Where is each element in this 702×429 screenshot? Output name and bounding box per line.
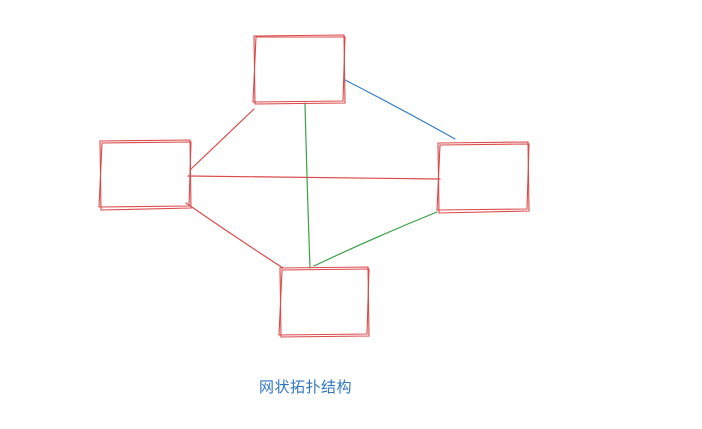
node-right bbox=[436, 141, 530, 214]
node-left bbox=[98, 139, 192, 211]
node-top bbox=[252, 34, 346, 105]
edge-top-left bbox=[189, 108, 255, 171]
edge-left-right bbox=[187, 175, 441, 180]
edge-right-bottom bbox=[313, 211, 438, 267]
node-bottom bbox=[278, 266, 370, 338]
diagram-caption: 网状拓扑结构 bbox=[259, 378, 353, 396]
edge-top-right bbox=[344, 79, 456, 140]
edges bbox=[185, 79, 456, 269]
edge-top-bottom bbox=[304, 102, 311, 269]
edge-left-bottom bbox=[185, 202, 284, 269]
